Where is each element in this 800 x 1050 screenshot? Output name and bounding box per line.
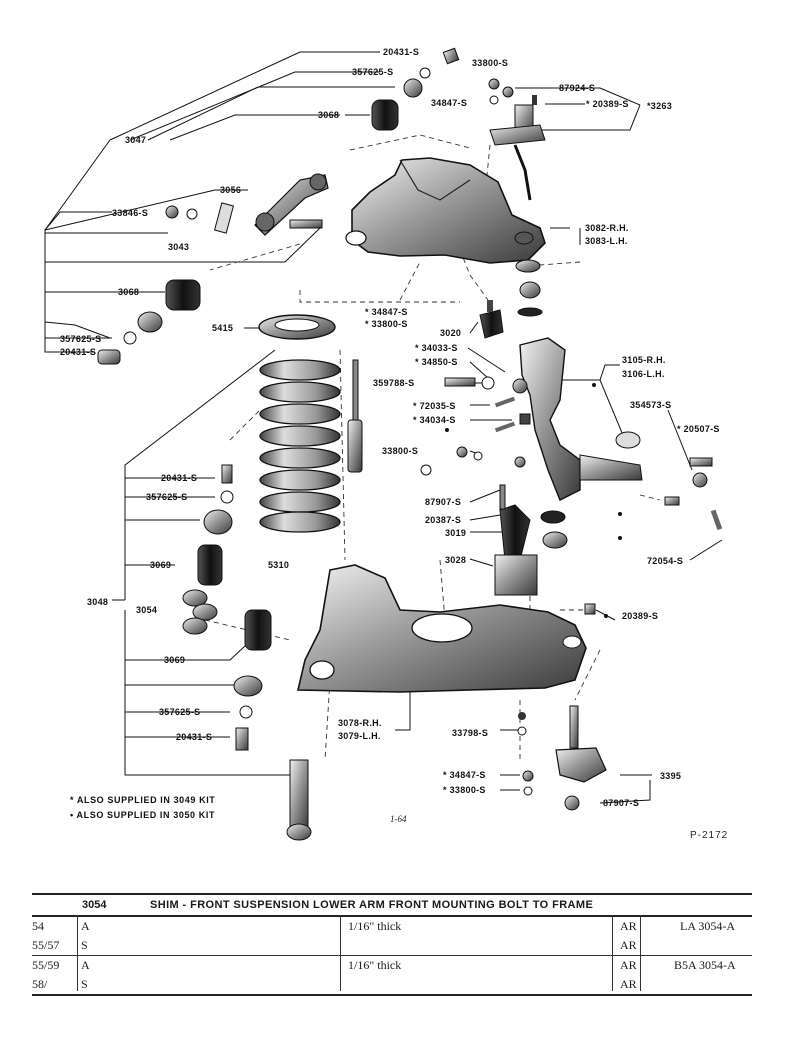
callout-3054: 3054 (136, 605, 158, 615)
callout-3069-b: 3069 (164, 655, 186, 665)
callout-20431-s: 20431-S (383, 47, 420, 57)
part-description-header: SHIM - FRONT SUSPENSION LOWER ARM FRONT … (150, 899, 594, 911)
callout-3048: 3048 (87, 597, 109, 607)
callout-72054-s: 72054-S (647, 556, 684, 566)
callout-357625-s-bot: 357625-S (159, 707, 201, 717)
year-cell: 58/ (32, 977, 48, 991)
callout-3263: *3263 (647, 101, 673, 111)
year-cell: 54 (32, 919, 44, 933)
column-divider (612, 915, 613, 991)
spec-cell: 1/16" thick (348, 919, 402, 933)
table-row: 58/ S AR (32, 975, 752, 996)
callout-34033-s: * 34033-S (415, 343, 458, 353)
callout-3083-lh: 3083-L.H. (585, 236, 628, 246)
callout-33846-s: 33846-S (112, 208, 149, 218)
callout-20431-s-bot: 20431-S (176, 732, 213, 742)
column-divider (77, 915, 78, 991)
parts-table: 3054 SHIM - FRONT SUSPENSION LOWER ARM F… (32, 893, 752, 996)
spec-cell: 1/16" thick (348, 958, 402, 972)
callout-5310: 5310 (268, 560, 290, 570)
callout-87924-s: 87924-S (559, 83, 596, 93)
callout-3028: 3028 (445, 555, 467, 565)
plate-number: P-2172 (690, 830, 729, 841)
callout-357625-s-mid: 357625-S (60, 334, 102, 344)
table-row: 55/59 A 1/16" thick AR B5A 3054-A (32, 956, 752, 975)
callout-20389-s-low: 20389-S (622, 611, 659, 621)
year-cell: 55/59 (32, 958, 60, 972)
table-row: 55/57 S AR (32, 936, 752, 956)
callout-34034-s: * 34034-S (413, 415, 456, 425)
callout-20389-s: * 20389-S (586, 99, 629, 109)
callout-3056: 3056 (220, 185, 242, 195)
callout-20507-s: * 20507-S (677, 424, 720, 434)
callout-20387-s: 20387-S (425, 515, 462, 525)
front-suspension-exploded-diagram (44, 47, 723, 841)
table-row: 54 A 1/16" thick AR LA 3054-A (32, 917, 752, 936)
part-number-header: 3054 (82, 899, 107, 911)
callout-33800-s-mid: * 33800-S (365, 319, 408, 329)
callout-33800-s-bot: * 33800-S (443, 785, 486, 795)
callout-3079-lh: 3079-L.H. (338, 731, 381, 741)
callout-3078-rh: 3078-R.H. (338, 718, 382, 728)
callout-3043: 3043 (168, 242, 190, 252)
callout-87907-s-bot: 87907-S (603, 798, 640, 808)
callout-20431-s-low: 20431-S (161, 473, 198, 483)
kit-note-3050: • ALSO SUPPLIED IN 3050 KIT (70, 810, 216, 820)
callout-34850-s: * 34850-S (415, 357, 458, 367)
year-cell: 55/57 (32, 938, 60, 952)
callout-3068: 3068 (318, 110, 340, 120)
qty-cell: AR (620, 938, 637, 952)
qty-cell: AR (620, 977, 637, 991)
code-cell: S (81, 977, 88, 991)
callout-3020: 3020 (440, 328, 462, 338)
callout-3082-rh: 3082-R.H. (585, 223, 629, 233)
qty-cell: AR (620, 958, 637, 972)
callout-3395: 3395 (660, 771, 682, 781)
callout-34847-s-bot: * 34847-S (443, 770, 486, 780)
column-divider (640, 915, 641, 991)
callout-354573-s: 354573-S (630, 400, 672, 410)
code-cell: A (81, 919, 90, 933)
callout-3068-mid: 3068 (118, 287, 140, 297)
table-header: 3054 SHIM - FRONT SUSPENSION LOWER ARM F… (32, 893, 752, 917)
callout-3106-lh: 3106-L.H. (622, 369, 665, 379)
callout-34847-s: 34847-S (431, 98, 468, 108)
callout-3105-rh: 3105-R.H. (622, 355, 666, 365)
callout-359788-s: 359788-S (373, 378, 415, 388)
qty-cell: AR (620, 919, 637, 933)
callout-33800-s-low: 33800-S (382, 446, 419, 456)
code-cell: S (81, 938, 88, 952)
callout-3047: 3047 (125, 135, 147, 145)
kit-note-3049: * ALSO SUPPLIED IN 3049 KIT (70, 795, 216, 805)
callout-72035-s: * 72035-S (413, 401, 456, 411)
callout-357625-s: 357625-S (352, 67, 394, 77)
callout-20431-s-mid: 20431-S (60, 347, 97, 357)
figure-number: 1-64 (390, 814, 407, 824)
callout-5415: 5415 (212, 323, 234, 333)
callout-33798-s: 33798-S (452, 728, 489, 738)
callout-3069-a: 3069 (150, 560, 172, 570)
part-cell: B5A 3054-A (674, 958, 736, 972)
callout-357625-s-low: 357625-S (146, 492, 188, 502)
callout-33800-s: 33800-S (472, 58, 509, 68)
part-cell: LA 3054-A (680, 919, 735, 933)
callout-34847-s-mid: * 34847-S (365, 307, 408, 317)
column-divider (340, 915, 341, 991)
callout-3019: 3019 (445, 528, 467, 538)
code-cell: A (81, 958, 90, 972)
callout-87907-s-mid: 87907-S (425, 497, 462, 507)
